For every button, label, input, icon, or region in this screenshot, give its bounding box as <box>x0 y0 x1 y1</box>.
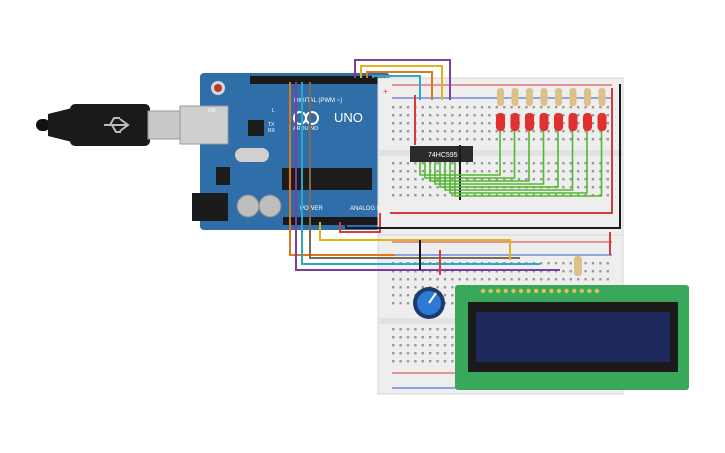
led-red <box>583 113 592 131</box>
led-red <box>554 113 563 131</box>
rail-plus-label: + <box>383 87 388 96</box>
led-red <box>496 113 505 131</box>
lcd-display <box>455 285 689 390</box>
atmega-chip <box>282 168 372 190</box>
wire-purple <box>354 59 451 100</box>
on-label: ON <box>208 108 216 114</box>
model-label: UNO <box>334 110 363 125</box>
wire-red <box>339 213 381 233</box>
resistor <box>540 88 548 106</box>
power-analog-header <box>283 217 378 225</box>
rx-label: RX <box>268 128 276 134</box>
wire-orange-2 <box>289 82 395 256</box>
wire-green <box>454 131 603 197</box>
brand-label: ARDUINO <box>293 126 319 132</box>
wire-purple-2 <box>295 82 560 271</box>
chip-label: 74HC595 <box>428 152 458 159</box>
led-red <box>597 113 607 131</box>
lcd-pin <box>496 288 501 294</box>
wire-green <box>434 131 545 185</box>
led-red <box>510 113 520 131</box>
tx-label: TX <box>268 122 275 128</box>
lcd-pin <box>526 288 531 294</box>
wires <box>289 59 621 275</box>
lcd-pin <box>488 288 493 294</box>
wire-green <box>439 131 559 188</box>
lcd-resistor <box>574 256 582 276</box>
lcd-pin <box>534 288 539 294</box>
lcd-pin <box>518 288 524 294</box>
wire-brown <box>309 82 520 259</box>
led-red <box>539 113 549 131</box>
led-array <box>496 113 607 131</box>
lcd-pin <box>587 288 592 294</box>
resistor <box>511 88 519 106</box>
analog-label: ANALOG IN <box>350 206 383 212</box>
arduino-board: DIGITAL (PWM ~) POWER ANALOG IN L TX RX … <box>179 73 390 230</box>
lcd-pin <box>579 288 584 294</box>
wire-yellow-2 <box>319 222 511 260</box>
digital-label: DIGITAL (PWM ~) <box>294 98 342 104</box>
lcd-pin <box>503 288 508 294</box>
lcd-pin <box>594 288 600 294</box>
power-label: POWER <box>300 206 323 212</box>
lcd-pin <box>549 288 554 294</box>
wire-green <box>429 131 530 182</box>
wire-black-rail <box>390 84 621 229</box>
potentiometer[interactable] <box>413 287 445 319</box>
wire-yellow <box>360 65 443 100</box>
resistor <box>526 88 533 106</box>
resistor <box>584 88 591 106</box>
led-red <box>525 113 534 131</box>
wire-green <box>444 131 574 191</box>
lcd-pin <box>480 288 486 294</box>
lcd-pin <box>541 288 546 294</box>
resistor <box>569 88 577 106</box>
shift-register-chip: 74HC595 <box>410 146 473 162</box>
arduino-logo-icon <box>293 111 319 125</box>
wire-cyan <box>372 75 421 100</box>
wire-green <box>449 131 588 194</box>
lcd-pin <box>564 288 569 294</box>
wire-red-rail <box>390 88 613 214</box>
lcd-pin <box>572 288 577 294</box>
wire-black <box>345 222 390 229</box>
wire-cyan-2 <box>301 82 540 265</box>
led-red <box>568 113 578 131</box>
usb-cable-icon <box>36 104 183 146</box>
digital-header <box>250 76 386 84</box>
reset-button[interactable] <box>214 84 222 92</box>
led-l-label: L <box>272 108 275 114</box>
wire-green <box>419 131 501 176</box>
resistor <box>497 88 504 106</box>
wire-green <box>424 131 516 179</box>
resistor <box>598 88 606 106</box>
resistor-array <box>497 88 606 106</box>
wire-orange <box>366 71 433 100</box>
lcd-screen <box>476 312 670 362</box>
lcd-pin <box>511 288 516 294</box>
lcd-pin <box>556 288 562 294</box>
resistor <box>555 88 562 106</box>
